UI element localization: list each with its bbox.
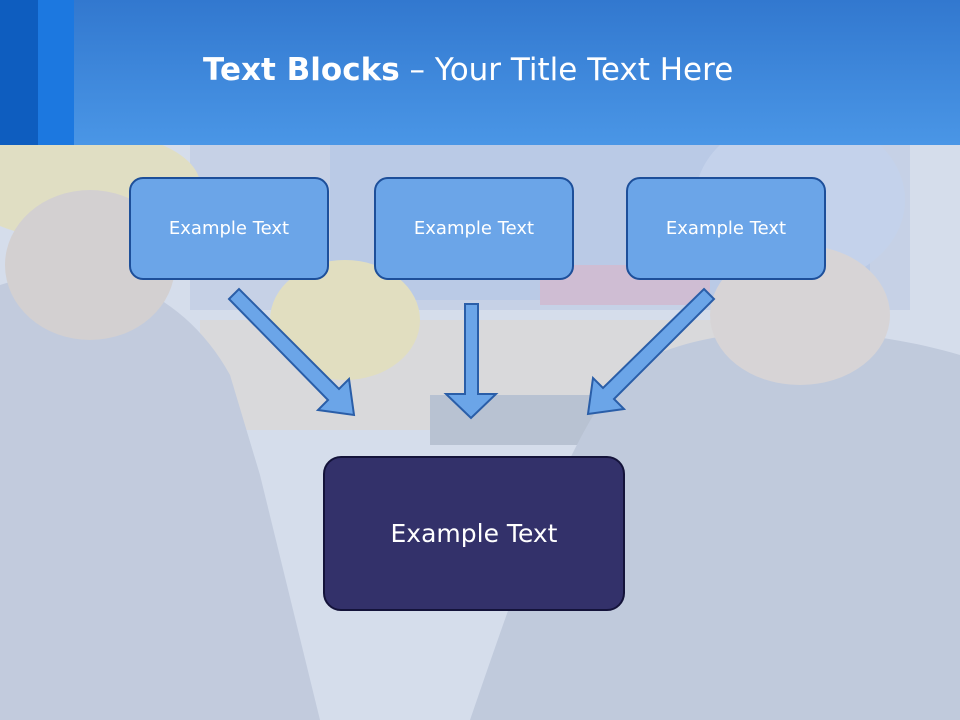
main-text-block: Example Text <box>323 456 625 611</box>
title-bold: Text Blocks <box>203 52 400 88</box>
header-band: Text Blocks – Your Title Text Here <box>0 0 960 145</box>
text-block-2: Example Text <box>374 177 574 280</box>
text-block-3: Example Text <box>626 177 826 280</box>
header-accent-dark <box>0 0 38 145</box>
title-regular: Your Title Text Here <box>434 52 734 88</box>
title-dash: – <box>399 52 435 88</box>
slide-title: Text Blocks – Your Title Text Here <box>203 52 733 100</box>
header-accent-light <box>38 0 74 145</box>
text-block-1: Example Text <box>129 177 329 280</box>
